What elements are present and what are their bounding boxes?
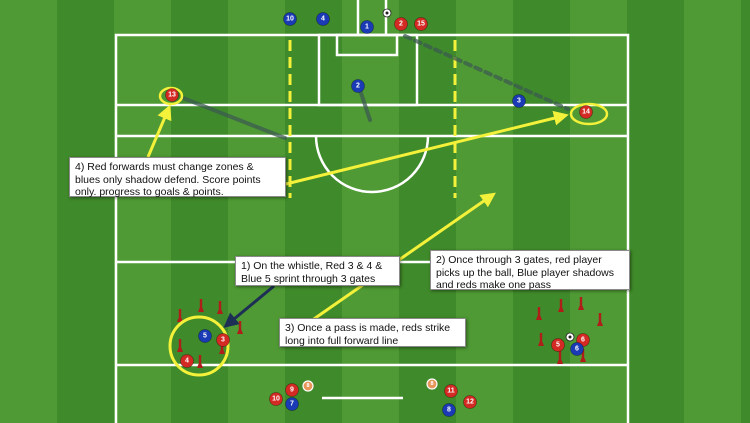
cone-icon <box>237 321 243 334</box>
player-number: 5 <box>203 333 207 340</box>
cone-icon <box>557 351 563 364</box>
red-player-14: 14 <box>579 105 593 119</box>
player-number: 10 <box>272 396 280 403</box>
blue-player-10: 10 <box>283 12 297 26</box>
player-number: 8 <box>306 383 309 389</box>
grass-stripe <box>57 0 114 423</box>
zone-lines <box>288 40 457 198</box>
neutral-player-8: 8 <box>302 380 314 392</box>
arrow-note4-to-13 <box>146 104 172 158</box>
red-player-10: 10 <box>269 392 283 406</box>
blue-player-2: 2 <box>351 79 365 93</box>
player-number: 15 <box>417 21 425 28</box>
blue-player-3: 3 <box>512 94 526 108</box>
player-number: 6 <box>581 337 585 344</box>
red-player-15: 15 <box>414 17 428 31</box>
grass-stripe <box>684 0 741 423</box>
red-player-12: 12 <box>463 395 477 409</box>
red-player-3: 3 <box>216 333 230 347</box>
cone-icon <box>219 341 225 354</box>
football-icon <box>382 8 392 18</box>
player-number: 14 <box>582 109 590 116</box>
cone-icon <box>197 355 203 368</box>
cone-icon <box>198 299 204 312</box>
grass-stripe <box>0 0 57 423</box>
red-player-5: 5 <box>551 338 565 352</box>
highlight-13 <box>158 86 184 106</box>
grass-stripe <box>114 0 171 423</box>
highlight-start-group <box>168 315 230 377</box>
blue-player-4: 4 <box>316 12 330 26</box>
player-number: 3 <box>517 98 521 105</box>
grass-stripe <box>399 0 456 423</box>
player-number: 4 <box>321 16 325 23</box>
highlight-14 <box>569 102 609 126</box>
ghost-arrow-2 <box>358 88 372 122</box>
ghost-arrows <box>181 34 570 140</box>
arrow-note4-to-14 <box>285 110 569 186</box>
cone-icon <box>538 333 544 346</box>
blue-player-8: 8 <box>442 403 456 417</box>
player-number: 2 <box>356 83 360 90</box>
highlights <box>158 86 609 377</box>
blue-player-6: 6 <box>570 342 584 356</box>
cone-icon <box>597 313 603 326</box>
blue-player-5: 5 <box>198 329 212 343</box>
player-number: 5 <box>556 342 560 349</box>
cone-icon <box>536 307 542 320</box>
instruction-note-4: 4) Red forwards must change zones & blue… <box>69 157 286 198</box>
grass-stripe <box>228 0 285 423</box>
red-player-4: 4 <box>180 354 194 368</box>
player-number: 8 <box>447 407 451 414</box>
player-number: 10 <box>286 16 294 23</box>
grass-stripe <box>741 0 750 423</box>
player-number: 9 <box>290 387 294 394</box>
cone-icon <box>580 349 586 362</box>
ghost-arrow-13 <box>181 96 287 140</box>
ghost-arrow-14 <box>403 34 570 111</box>
grass-stripe <box>342 0 399 423</box>
footballs <box>382 8 575 342</box>
red-player-9: 9 <box>285 383 299 397</box>
player-number: 6 <box>575 346 579 353</box>
grass-stripe <box>513 0 570 423</box>
red-player-2: 2 <box>394 17 408 31</box>
player-number: 12 <box>466 399 474 406</box>
football-icon <box>565 332 575 342</box>
grass-stripe <box>171 0 228 423</box>
arrow-sprint <box>223 284 275 328</box>
player-number: 8 <box>430 381 433 387</box>
instruction-note-2: 2) Once through 3 gates, red player pick… <box>430 250 630 291</box>
player-number: 7 <box>290 401 294 408</box>
instruction-note-3: 3) Once a pass is made, reds strike long… <box>279 318 466 347</box>
instruction-note-1: 1) On the whistle, Red 3 & 4 & Blue 5 sp… <box>235 256 400 286</box>
cone-icon <box>558 299 564 312</box>
cone-icon <box>217 301 223 314</box>
small-rectangle <box>335 33 399 57</box>
player-number: 11 <box>447 388 455 395</box>
grass-stripe <box>627 0 684 423</box>
grass-stripe <box>285 0 342 423</box>
player-number: 2 <box>399 21 403 28</box>
blue-player-1: 1 <box>360 20 374 34</box>
red-player-11: 11 <box>444 384 458 398</box>
cone-icon <box>177 309 183 322</box>
cone-icon <box>177 339 183 352</box>
player-number: 4 <box>185 358 189 365</box>
red-player-13: 13 <box>165 88 179 102</box>
blue-player-7: 7 <box>285 397 299 411</box>
d-arc <box>314 135 430 194</box>
player-number: 3 <box>221 337 225 344</box>
neutral-player-8: 8 <box>426 378 438 390</box>
player-number: 1 <box>365 24 369 31</box>
player-number: 13 <box>168 92 176 99</box>
grass-stripe <box>570 0 627 423</box>
cones <box>177 297 603 368</box>
cone-icon <box>578 297 584 310</box>
